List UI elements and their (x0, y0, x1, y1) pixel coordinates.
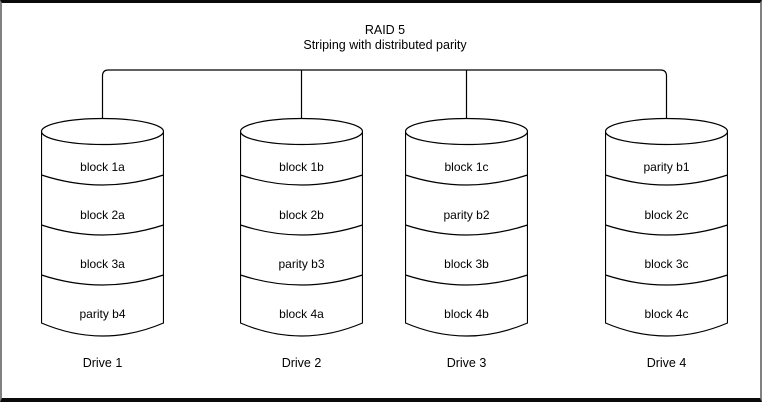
section-divider (605, 224, 728, 236)
drive-1-cylinder: block 1a block 2a block 3a parity b4 (41, 117, 164, 337)
section-divider (605, 274, 728, 286)
drive-4-block-label: block 2c (644, 208, 688, 222)
section-divider (41, 174, 164, 186)
drive-1: block 1a block 2a block 3a parity b4 Dri… (41, 115, 164, 370)
drive-3-label: Drive 3 (446, 356, 487, 370)
drive-3-block-label: parity b2 (443, 208, 489, 222)
drive-3-block-label: block 3b (444, 257, 489, 271)
drive-4-block-label: block 3c (644, 257, 688, 271)
section-divider (405, 224, 528, 236)
drive-3: block 1c parity b2 block 3b block 4b Dri… (405, 115, 528, 370)
drive-2-label: Drive 2 (281, 356, 322, 370)
section-divider (240, 274, 363, 286)
drive-2-block-label: block 1b (279, 160, 324, 174)
drive-2-cylinder: block 1b block 2b parity b3 block 4a (240, 117, 363, 337)
drive-2-block-label: parity b3 (278, 257, 324, 271)
drive-2-block-label: block 4a (279, 307, 324, 321)
drive-3-cylinder: block 1c parity b2 block 3b block 4b (405, 117, 528, 337)
diagram-title: RAID 5 (364, 23, 406, 37)
drive-4-block-label: block 4c (644, 307, 688, 321)
cylinder-top (240, 117, 363, 146)
drive-4-label: Drive 4 (646, 356, 687, 370)
drive-3-block-label: block 4b (444, 307, 489, 321)
drive-4-block-label: parity b1 (643, 160, 689, 174)
drive-4: parity b1 block 2c block 3c block 4c Dri… (605, 115, 728, 370)
drive-1-block-label: block 3a (80, 257, 125, 271)
cylinder-top (405, 117, 528, 146)
section-divider (240, 224, 363, 236)
cylinder-top (605, 117, 728, 146)
drive-2: block 1b block 2b parity b3 block 4a Dri… (240, 115, 363, 370)
diagram-subtitle: Striping with distributed parity (303, 38, 467, 52)
section-divider (240, 174, 363, 186)
section-divider (605, 174, 728, 186)
drive-1-label: Drive 1 (82, 356, 123, 370)
bus-line (101, 69, 668, 118)
drive-1-block-label: block 2a (80, 208, 125, 222)
section-divider (41, 224, 164, 236)
cylinder-top (41, 117, 164, 146)
drive-1-block-label: parity b4 (79, 307, 125, 321)
section-divider (41, 274, 164, 286)
drive-2-block-label: block 2b (279, 208, 324, 222)
section-divider (405, 274, 528, 286)
section-divider (405, 174, 528, 186)
drive-1-block-label: block 1a (80, 160, 125, 174)
drive-4-cylinder: parity b1 block 2c block 3c block 4c (605, 117, 728, 337)
title-block: RAID 5 Striping with distributed parity (185, 23, 585, 53)
drive-3-block-label: block 1c (444, 160, 488, 174)
